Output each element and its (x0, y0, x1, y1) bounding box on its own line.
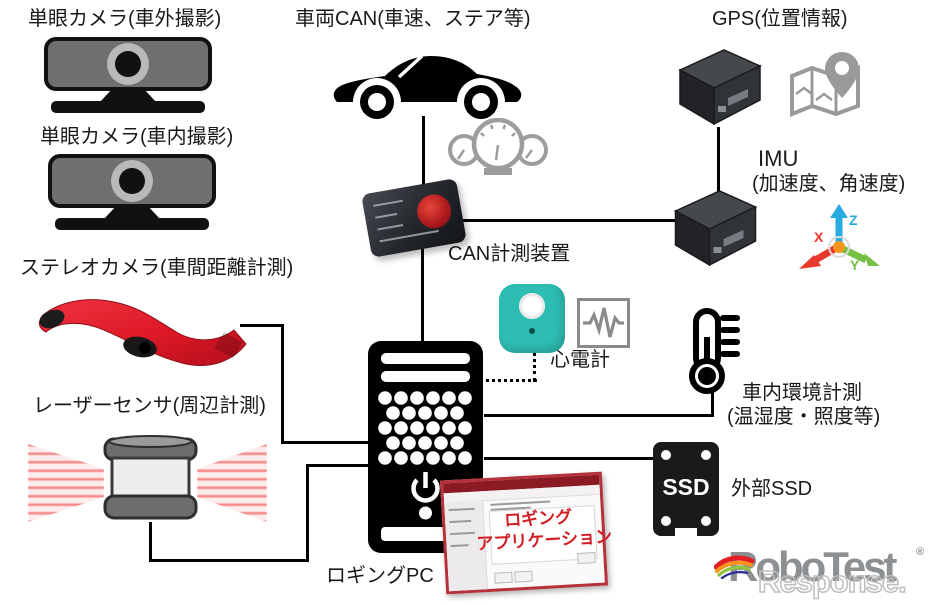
can-device-emblem (414, 191, 454, 232)
axis-z-label: Z (849, 212, 858, 228)
laser-beam-left (28, 444, 104, 522)
axis-x-label: X (814, 229, 824, 245)
label-imu-name: IMU (758, 146, 799, 171)
line-can-to-imu (452, 219, 686, 222)
dashboard-gauges-icon (448, 117, 548, 183)
app-button-2 (514, 570, 533, 583)
line-stereo-h1 (240, 324, 284, 327)
xyz-axes-icon: Z X Y (792, 202, 887, 279)
label-stereo-camera: ステレオカメラ(車間距離計測) (20, 257, 294, 279)
thermometer-icon (682, 307, 748, 400)
label-external-ssd: 外部SSD (731, 478, 813, 500)
stereo-camera-icon (28, 286, 253, 376)
logo-swoosh-icon (713, 553, 756, 584)
line-thermo-h (484, 414, 714, 417)
line-laser-v1 (149, 522, 152, 562)
label-laser-sensor: レーザーセンサ(周辺計測) (33, 395, 266, 417)
line-laser-h1 (149, 559, 309, 562)
label-can-device: CAN計測装置 (448, 243, 571, 265)
label-logging-pc: ロギングPC (326, 565, 434, 587)
car-icon (327, 44, 527, 127)
logging-app-caption: ロギング アプリケーション (476, 507, 613, 554)
line-laser-h2 (306, 464, 370, 467)
app-button-1 (494, 571, 513, 584)
response-watermark: Response. (757, 564, 907, 599)
line-gps-to-imu (717, 127, 720, 192)
map-pin-icon (786, 48, 864, 131)
ssd-icon: SSD (653, 442, 719, 537)
imu-unit-icon (666, 185, 761, 270)
ssd-icon-text: SSD (662, 474, 710, 500)
label-gps: GPS(位置情報) (712, 8, 848, 30)
gps-unit-icon (672, 44, 767, 129)
line-stereo-h2 (281, 441, 371, 444)
label-env-detail: (温湿度・照度等) (727, 406, 881, 428)
label-vehicle-can: 車両CAN(車速、ステア等) (295, 8, 531, 30)
laser-beam-right (197, 444, 267, 522)
ecg-device-icon (499, 284, 565, 353)
app-button-3 (577, 552, 596, 565)
line-laser-v2 (306, 464, 309, 562)
laser-sensor-icon (103, 432, 198, 529)
label-env-name: 車内環境計測 (742, 382, 862, 404)
webcam-exterior-icon (43, 36, 213, 116)
line-can-to-pc (421, 248, 424, 343)
registered-mark: ® (916, 546, 925, 558)
line-ecg-dotted-h (486, 379, 537, 382)
label-mono-camera-interior: 単眼カメラ(車内撮影) (40, 126, 234, 148)
label-imu-detail: (加速度、角速度) (752, 173, 906, 195)
label-mono-camera-exterior: 単眼カメラ(車外撮影) (28, 8, 222, 30)
line-ssd-h (484, 457, 654, 460)
logging-app-window: ロギング アプリケーション (439, 471, 613, 595)
line-thermo-v (711, 390, 714, 417)
axis-y-label: Y (850, 257, 860, 273)
line-ecg-dotted-v (533, 352, 536, 382)
webcam-interior-icon (47, 153, 217, 233)
line-car-to-can (422, 116, 425, 186)
robotest-logo: RoboTest (728, 543, 898, 590)
label-ecg: 心電計 (550, 349, 610, 371)
power-icon (411, 472, 440, 503)
ecg-button (519, 293, 545, 319)
line-stereo-v (281, 324, 284, 444)
waveform-icon (577, 298, 630, 348)
